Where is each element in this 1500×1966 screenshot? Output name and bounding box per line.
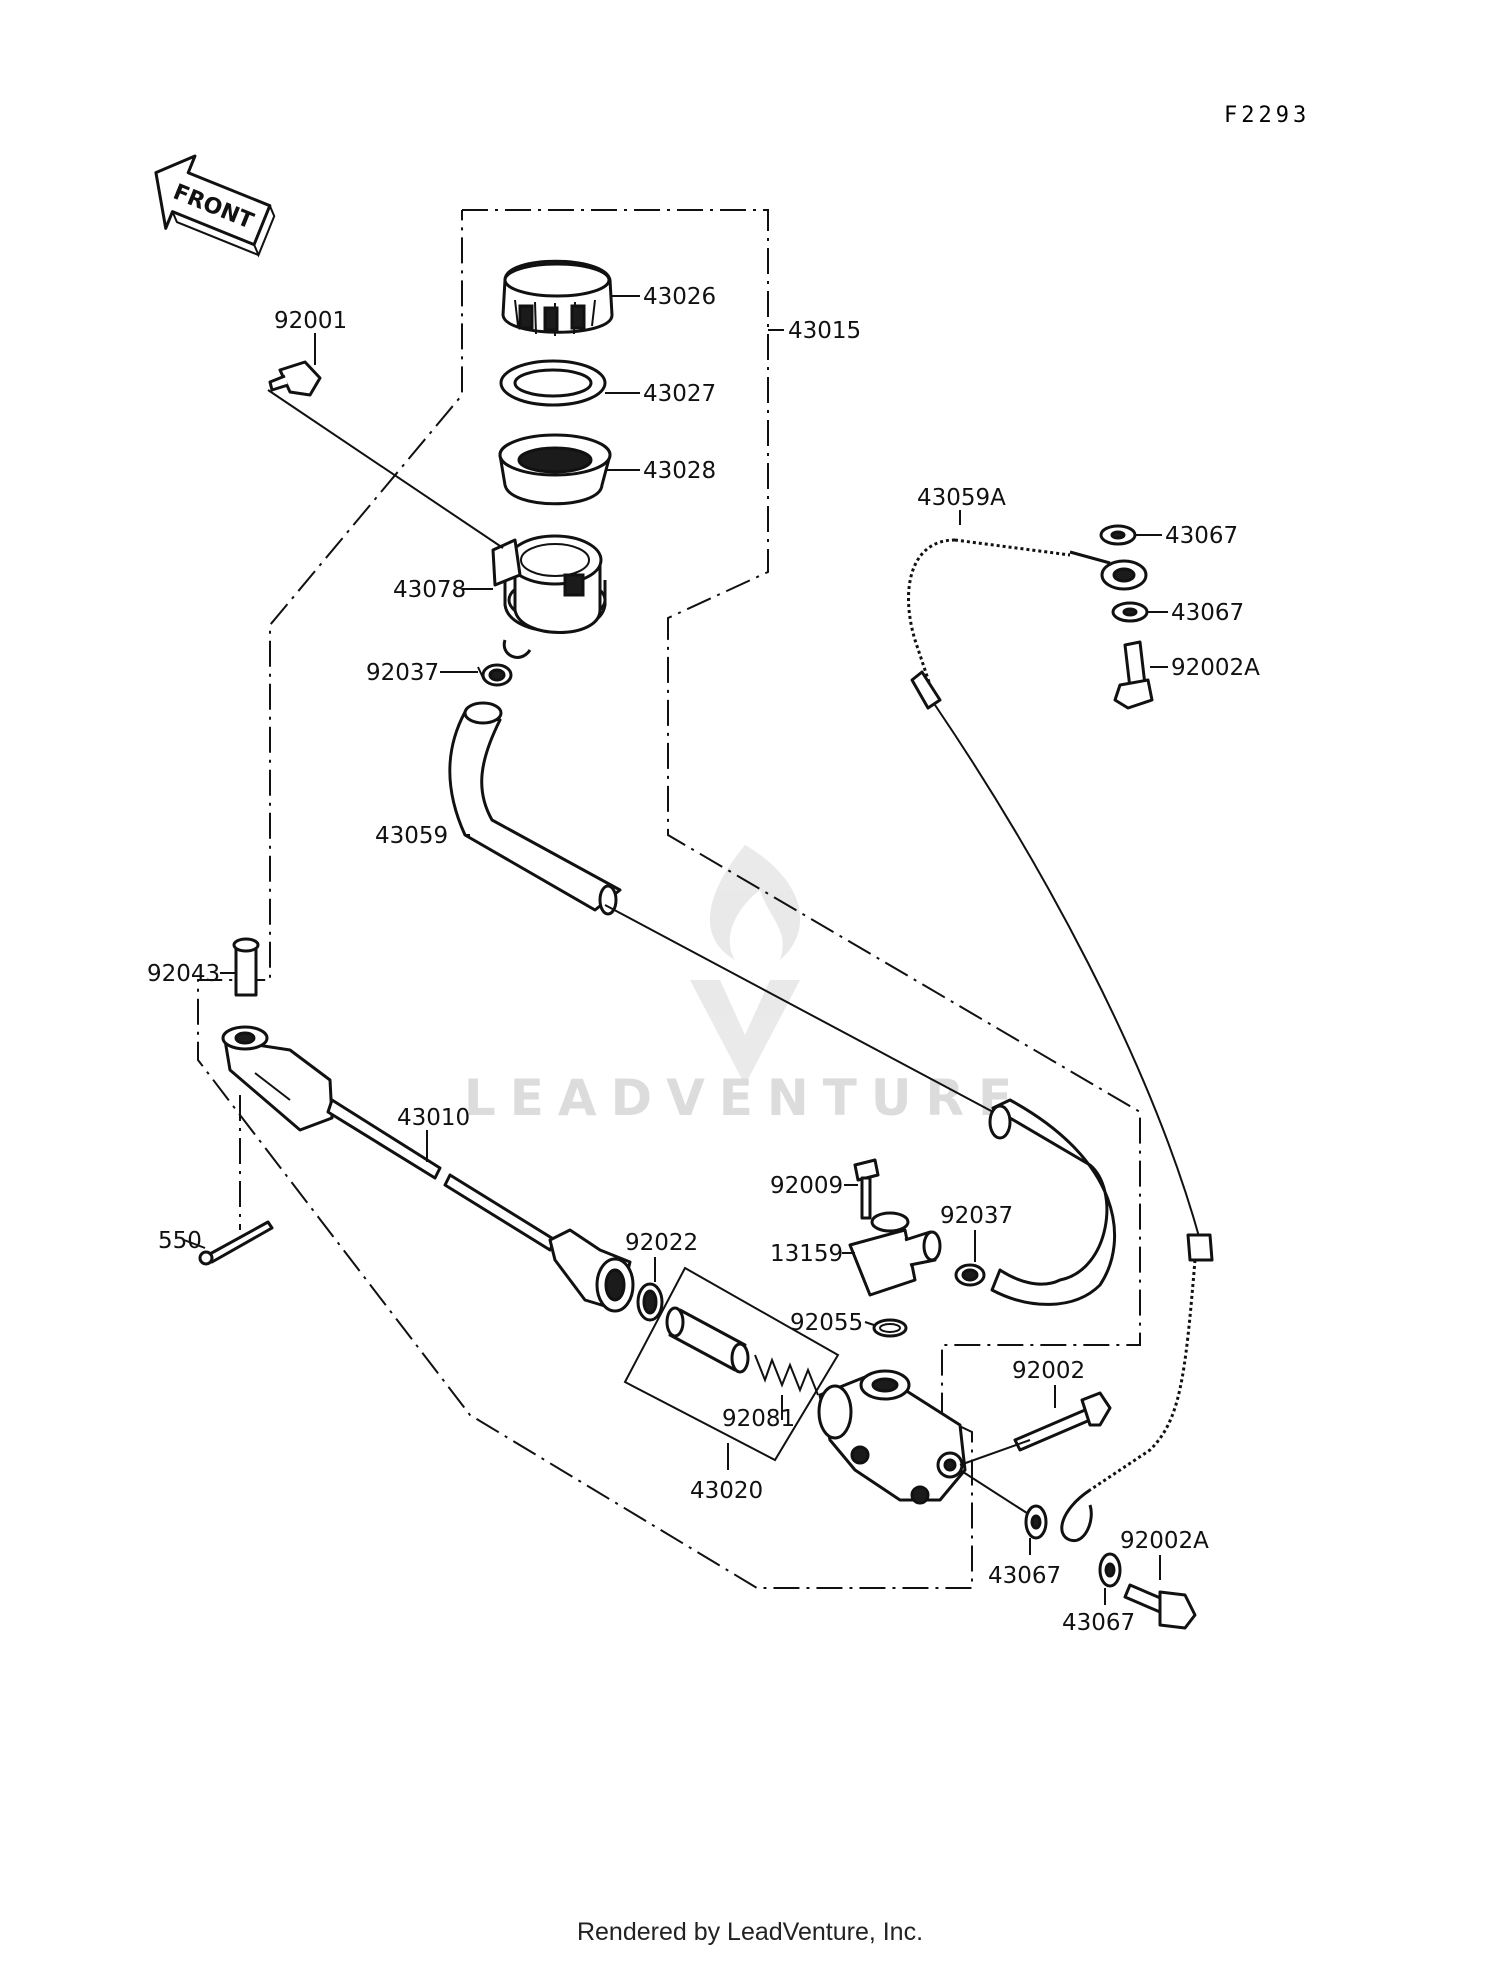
label-92002A-upper: 92002A bbox=[1171, 655, 1260, 681]
label-43027: 43027 bbox=[643, 381, 716, 407]
screw-92009 bbox=[853, 1158, 880, 1220]
piston-43020 bbox=[665, 1306, 750, 1374]
bolt-92002 bbox=[1013, 1391, 1112, 1452]
hose-clamp-92037-upper bbox=[477, 663, 513, 687]
diaphragm-plate-43027 bbox=[499, 359, 607, 407]
reservoir-cap-43026 bbox=[501, 259, 614, 336]
hose-43059-lower bbox=[988, 1098, 1117, 1306]
label-92022: 92022 bbox=[625, 1230, 698, 1256]
label-43067-c: 43067 bbox=[988, 1563, 1061, 1589]
circlip-92022 bbox=[636, 1282, 664, 1322]
label-13159: 13159 bbox=[770, 1241, 843, 1267]
figure-code: F2293 bbox=[1224, 103, 1311, 128]
label-43026: 43026 bbox=[643, 284, 716, 310]
hose-43059 bbox=[448, 701, 622, 916]
label-43078: 43078 bbox=[393, 577, 466, 603]
washer-43067-c bbox=[1024, 1504, 1048, 1540]
push-rod-43010 bbox=[326, 1098, 557, 1252]
master-cylinder-body bbox=[817, 1369, 967, 1505]
label-43015: 43015 bbox=[788, 318, 861, 344]
fitting-13159 bbox=[848, 1211, 942, 1297]
label-92009: 92009 bbox=[770, 1173, 843, 1199]
dust-boot bbox=[548, 1228, 635, 1313]
label-43010: 43010 bbox=[397, 1105, 470, 1131]
assembly-boundary-43015 bbox=[197, 209, 1141, 1589]
watermark-text: LEADVENTURE bbox=[464, 1069, 1026, 1127]
label-43067-d: 43067 bbox=[1062, 1610, 1135, 1636]
label-43020: 43020 bbox=[690, 1478, 763, 1504]
reservoir-43078 bbox=[491, 534, 607, 659]
o-ring-92055 bbox=[872, 1318, 908, 1338]
label-43059A: 43059A bbox=[917, 485, 1006, 511]
hose-clamp-92037-lower bbox=[954, 1263, 986, 1287]
label-92002A-lower: 92002A bbox=[1120, 1528, 1209, 1554]
clutch-hose-43059A bbox=[907, 538, 1214, 1543]
banjo-bolt-92002A-upper bbox=[1113, 640, 1154, 710]
label-92055: 92055 bbox=[790, 1310, 863, 1336]
label-92043: 92043 bbox=[147, 961, 220, 987]
banjo-bolt-92002A-lower bbox=[1123, 1583, 1197, 1630]
pin-92043 bbox=[232, 937, 260, 997]
cotter-pin-550 bbox=[198, 1220, 274, 1266]
diaphragm-43028 bbox=[498, 433, 612, 506]
label-550: 550 bbox=[158, 1228, 202, 1254]
washer-43067-d bbox=[1098, 1552, 1122, 1588]
clevis-43010 bbox=[221, 1025, 334, 1132]
label-43067-a: 43067 bbox=[1165, 523, 1238, 549]
label-43059: 43059 bbox=[375, 823, 448, 849]
label-92081: 92081 bbox=[722, 1406, 795, 1432]
label-92037-upper: 92037 bbox=[366, 660, 439, 686]
bolt-92001 bbox=[268, 360, 322, 397]
spring-92081 bbox=[754, 1354, 819, 1396]
label-43028: 43028 bbox=[643, 458, 716, 484]
label-92001: 92001 bbox=[274, 308, 347, 334]
piston-kit-box-43020 bbox=[623, 1266, 840, 1462]
washer-43067-b bbox=[1111, 601, 1149, 623]
watermark-logo bbox=[690, 845, 801, 1085]
footer-credit: Rendered by LeadVenture, Inc. bbox=[576, 1918, 924, 1946]
front-arrow-icon: FRONT bbox=[154, 154, 276, 258]
label-92037-lower: 92037 bbox=[940, 1203, 1013, 1229]
label-92002: 92002 bbox=[1012, 1358, 1085, 1384]
washer-43067-a bbox=[1099, 524, 1137, 546]
label-43067-b: 43067 bbox=[1171, 600, 1244, 626]
